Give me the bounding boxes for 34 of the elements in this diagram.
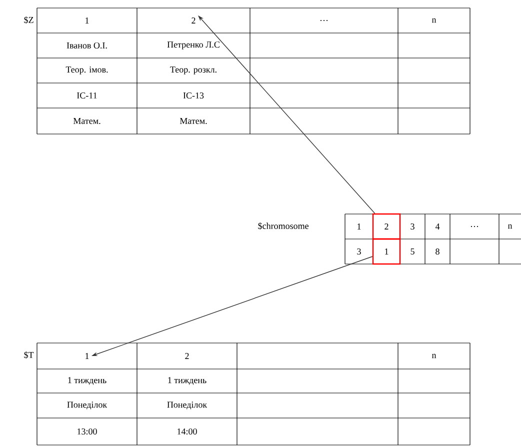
cell-text: 2 (185, 353, 189, 359)
cell-text: 8 (436, 248, 440, 255)
table-name: $chromosome (258, 222, 308, 230)
cell-text: ІС-13 (183, 92, 204, 99)
cell-text: Петренко Л.С (167, 42, 220, 50)
cell-text: Матем. (73, 118, 100, 124)
cell-text: n (432, 18, 436, 23)
cell-text: … (470, 226, 478, 228)
cell-text: Теор. імов. (66, 66, 108, 74)
cell-text: 1 (358, 224, 361, 230)
cell-text: ІС-11 (77, 92, 97, 99)
cell-text: Понеділок (67, 402, 108, 410)
cell-text: 13:00 (78, 428, 97, 435)
highlighted-cell: 2 (372, 213, 401, 240)
cell-text: 3 (357, 248, 361, 255)
cell-text: Матем. (180, 118, 207, 124)
highlighted-cell: 1 (372, 238, 401, 265)
cell-text: n (508, 224, 512, 229)
cell-text: Понеділок (167, 402, 208, 410)
cell-text: 14:00 (178, 428, 197, 435)
cell-text: 5 (410, 248, 414, 254)
cell-text: 1 тиждень (168, 377, 206, 385)
cell-text: Іванов О.І. (66, 42, 107, 49)
cell-text: n (432, 354, 436, 358)
table-name: $Z (24, 16, 34, 24)
cell-text: Теор. розкл. (170, 66, 216, 74)
cell-text: 4 (435, 224, 440, 230)
cell-text: 1 (86, 18, 89, 24)
cell-text: 1 (86, 353, 89, 359)
cell-text: 1 тиждень (68, 377, 106, 385)
cell-text: … (320, 20, 328, 22)
cell-text: 2 (192, 18, 196, 24)
cell-text: 3 (410, 223, 414, 230)
table-name: $T (24, 351, 34, 359)
